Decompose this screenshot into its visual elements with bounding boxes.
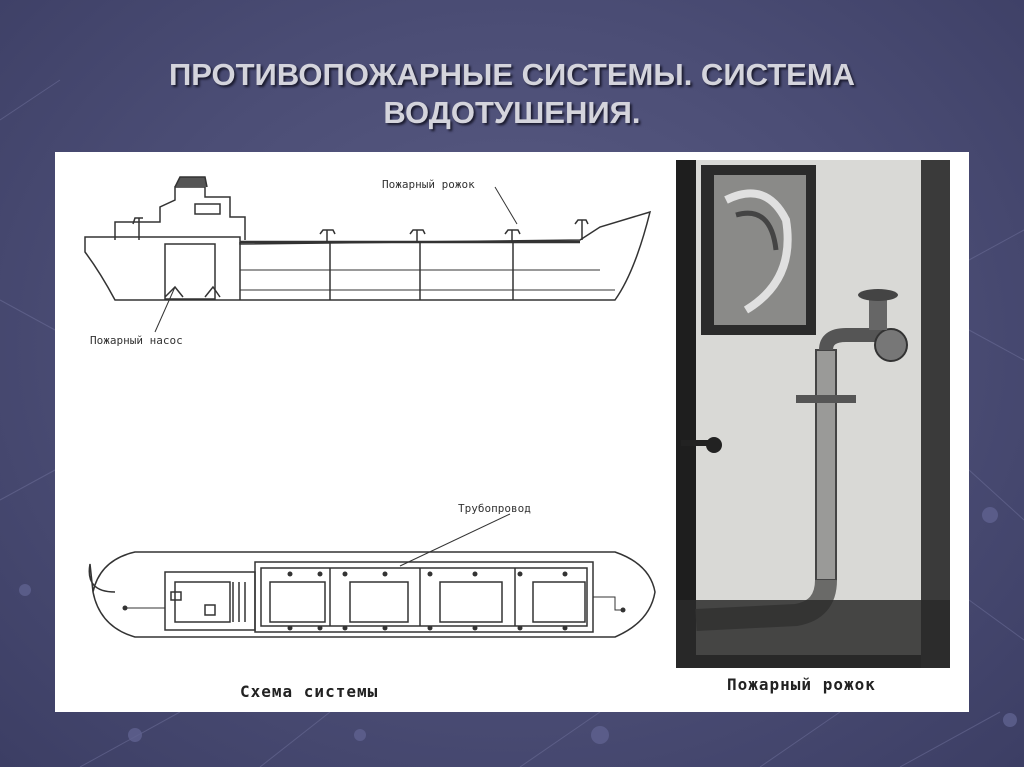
- hydrant-photo: [676, 160, 950, 668]
- ship-drawings: [84, 160, 950, 668]
- ship-plan-view: [88, 513, 656, 638]
- slide-title: ПРОТИВОПОЖАРНЫЕ СИСТЕМЫ. СИСТЕМА ВОДОТУШ…: [100, 56, 924, 132]
- title-line-1: ПРОТИВОПОЖАРНЫЕ СИСТЕМЫ. СИСТЕМА: [168, 57, 856, 92]
- label-pump: Пожарный насос: [90, 334, 183, 347]
- caption-photo: Пожарный рожок: [727, 675, 876, 694]
- ship-side-view: [84, 176, 652, 333]
- title-line-2: ВОДОТУШЕНИЯ.: [383, 95, 641, 130]
- label-pipeline: Трубопровод: [458, 502, 531, 515]
- label-hydrant: Пожарный рожок: [382, 178, 475, 191]
- figure-panel: Пожарный рожок Пожарный насос Трубопрово…: [55, 152, 969, 712]
- caption-scheme: Схема системы: [240, 682, 379, 701]
